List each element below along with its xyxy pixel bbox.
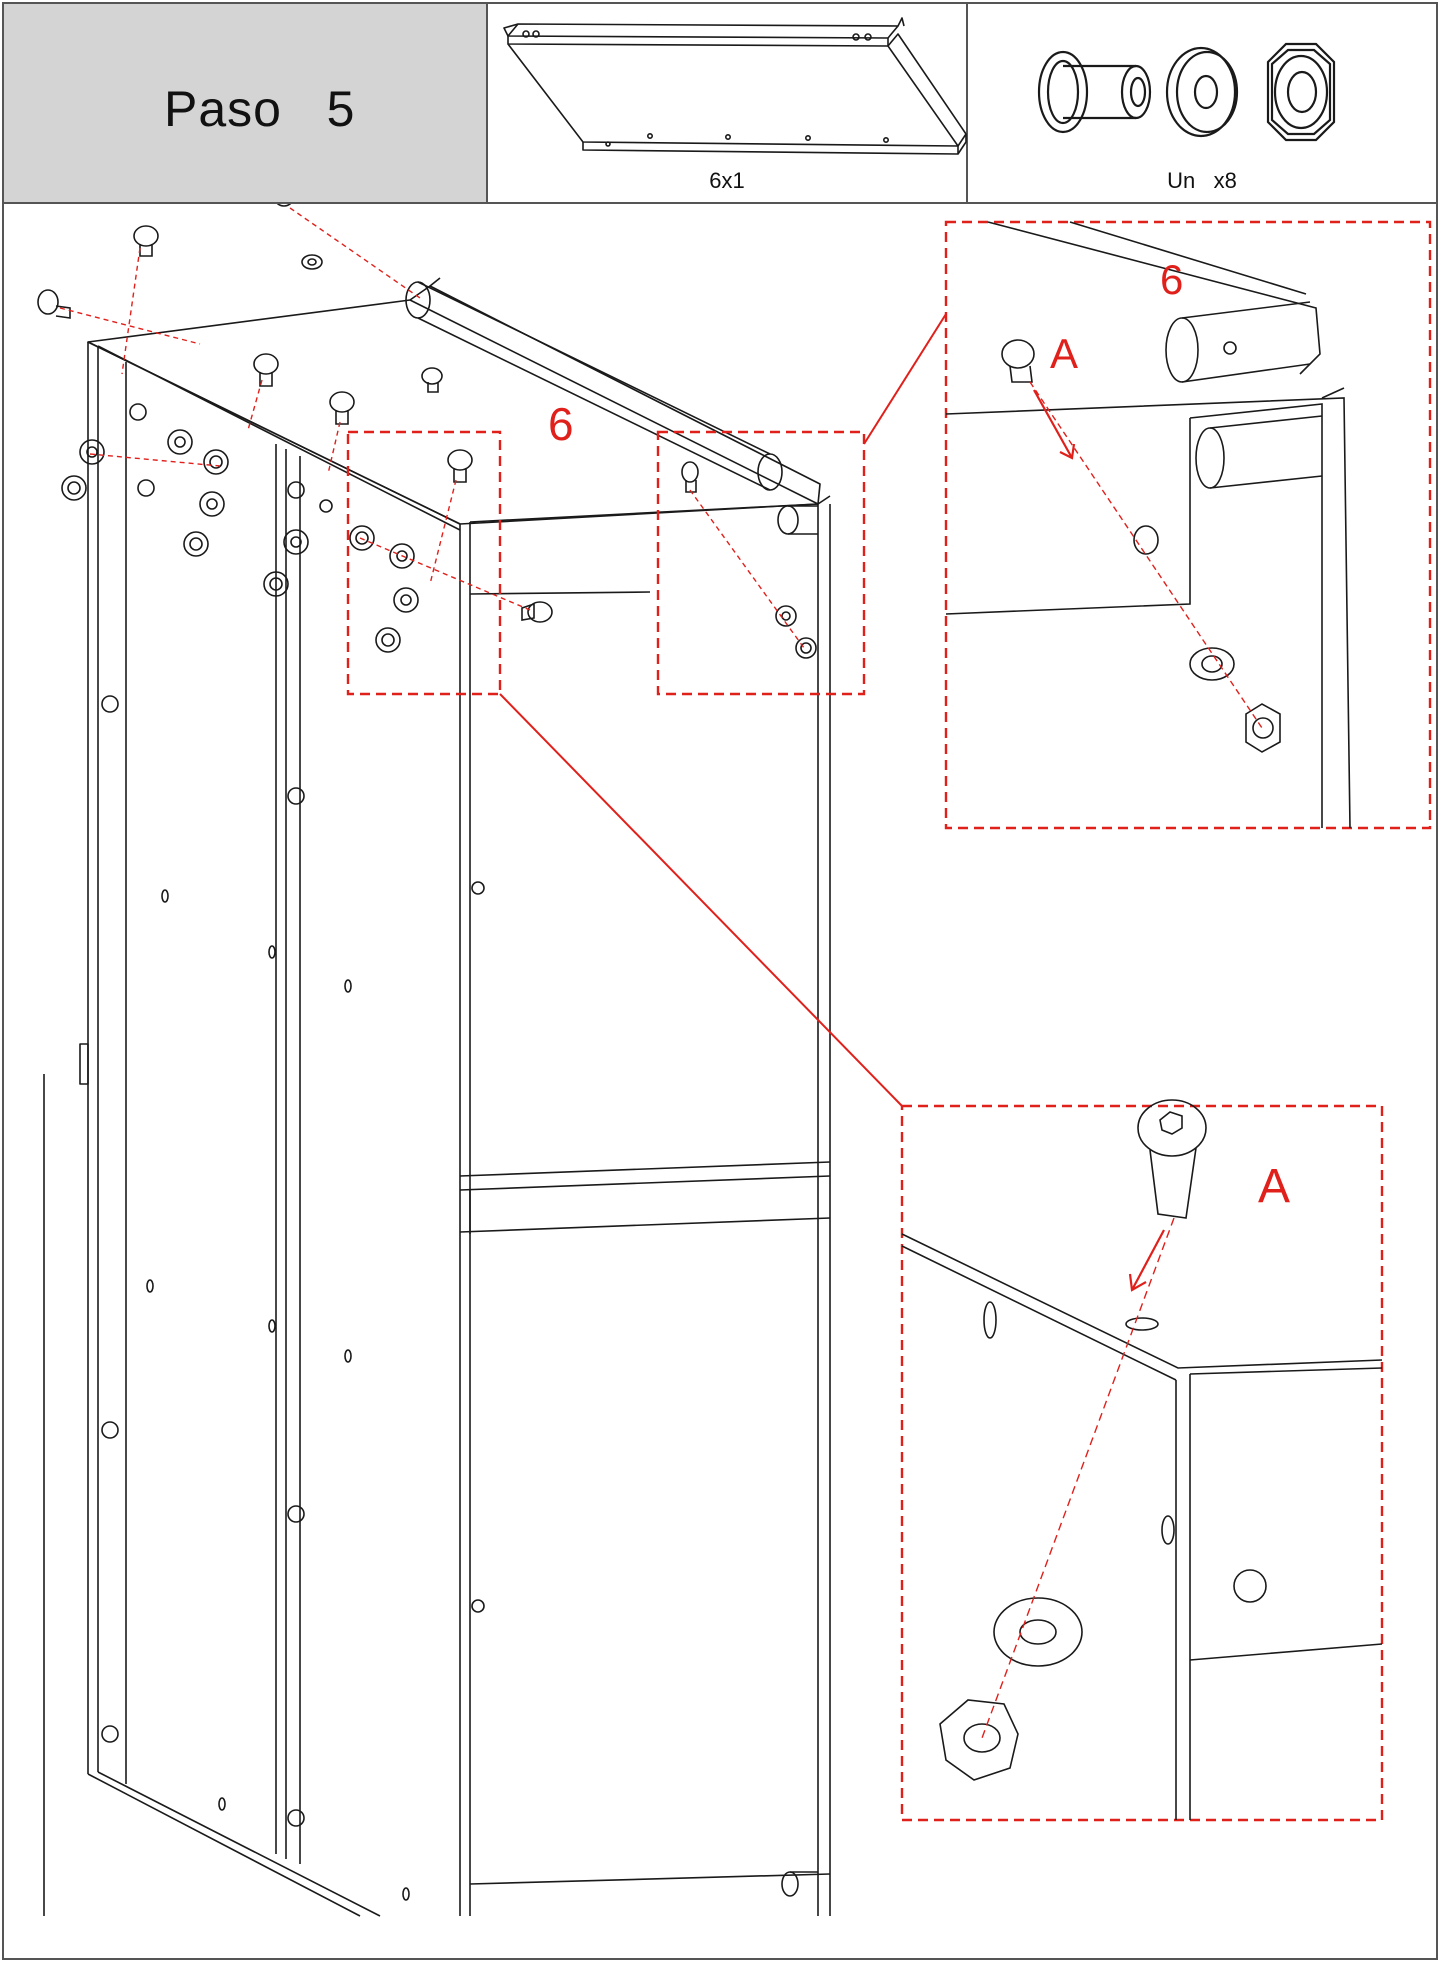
- hardware-letter-label-bottom: A: [1258, 1160, 1290, 1213]
- assembly-drawing: 6 6 A A: [37, 204, 1432, 1917]
- detail-callout-boxes: [346, 220, 1432, 1822]
- part-number-label-detail: 6: [1160, 256, 1183, 303]
- hardware-letter-label-top: A: [1050, 330, 1078, 377]
- exploded-hardware-main: [37, 204, 817, 659]
- hardware-set-illustration: [1037, 42, 1336, 142]
- step-header: Paso 5: [2, 2, 1438, 204]
- rail-part-illustration: [503, 17, 967, 155]
- hardware-quantity-caption: Un x8: [1167, 168, 1237, 193]
- part-cell: 6x1: [488, 4, 968, 202]
- assembly-area-frame: [2, 204, 1438, 1960]
- step-title: Paso 5: [164, 81, 356, 137]
- part-number-label-main: 6: [548, 398, 574, 450]
- cabinet-body: [43, 277, 831, 1917]
- insert-arrow-top: [1033, 389, 1076, 460]
- detail-top-right-drawing: [945, 221, 1351, 829]
- assembly-guide-lines: [59, 207, 805, 649]
- step-cell: Paso 5: [4, 4, 488, 202]
- detail-top-right-guide: [1029, 381, 1263, 729]
- detail-leader-lines: [499, 313, 947, 1107]
- part-quantity-caption: 6x1: [709, 168, 745, 193]
- hardware-cell: Un x8: [968, 4, 1436, 202]
- detail-bottom-right-guide: [981, 1217, 1175, 1739]
- insert-arrow-bottom: [1128, 1229, 1165, 1292]
- detail-bottom-right-drawing: [901, 1099, 1383, 1820]
